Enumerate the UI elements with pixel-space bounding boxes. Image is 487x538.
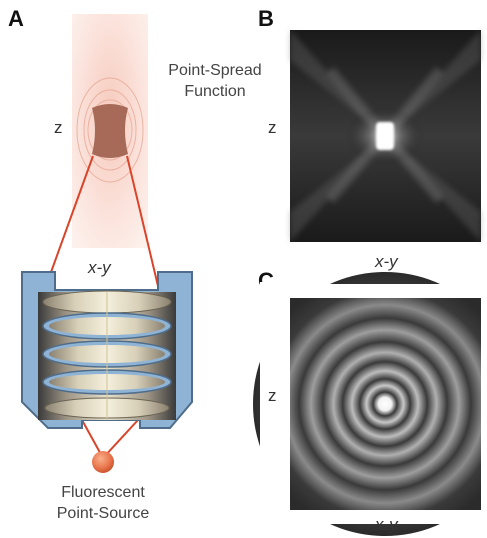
panel-b-xy-label: x-y [375,252,398,271]
panel-c-z-label: z [268,386,277,405]
psf-contours [76,77,144,183]
source-caption-line2: Point-Source [56,505,150,522]
panel-c-xy-label: x-y [375,515,398,534]
psf-core [92,104,128,158]
point-source [92,451,114,473]
psf-caption-line1: Point-Spread [168,62,262,79]
source-caption: Fluorescent Point-Source [38,482,168,524]
objective-lens [21,271,193,429]
panel-a-letter: A [8,6,24,31]
panel-b-letter: B [258,6,274,31]
psf-caption: Point-Spread Function [150,60,280,102]
panel-a-xy-label: x-y [88,258,111,277]
psf-image-b [290,30,481,242]
source-caption-line1: Fluorescent [61,484,145,501]
airy-pattern-c [253,272,487,536]
panel-b-z-label: z [268,118,277,137]
panel-a-z-label: z [54,118,63,137]
psf-caption-line2: Function [184,83,246,100]
